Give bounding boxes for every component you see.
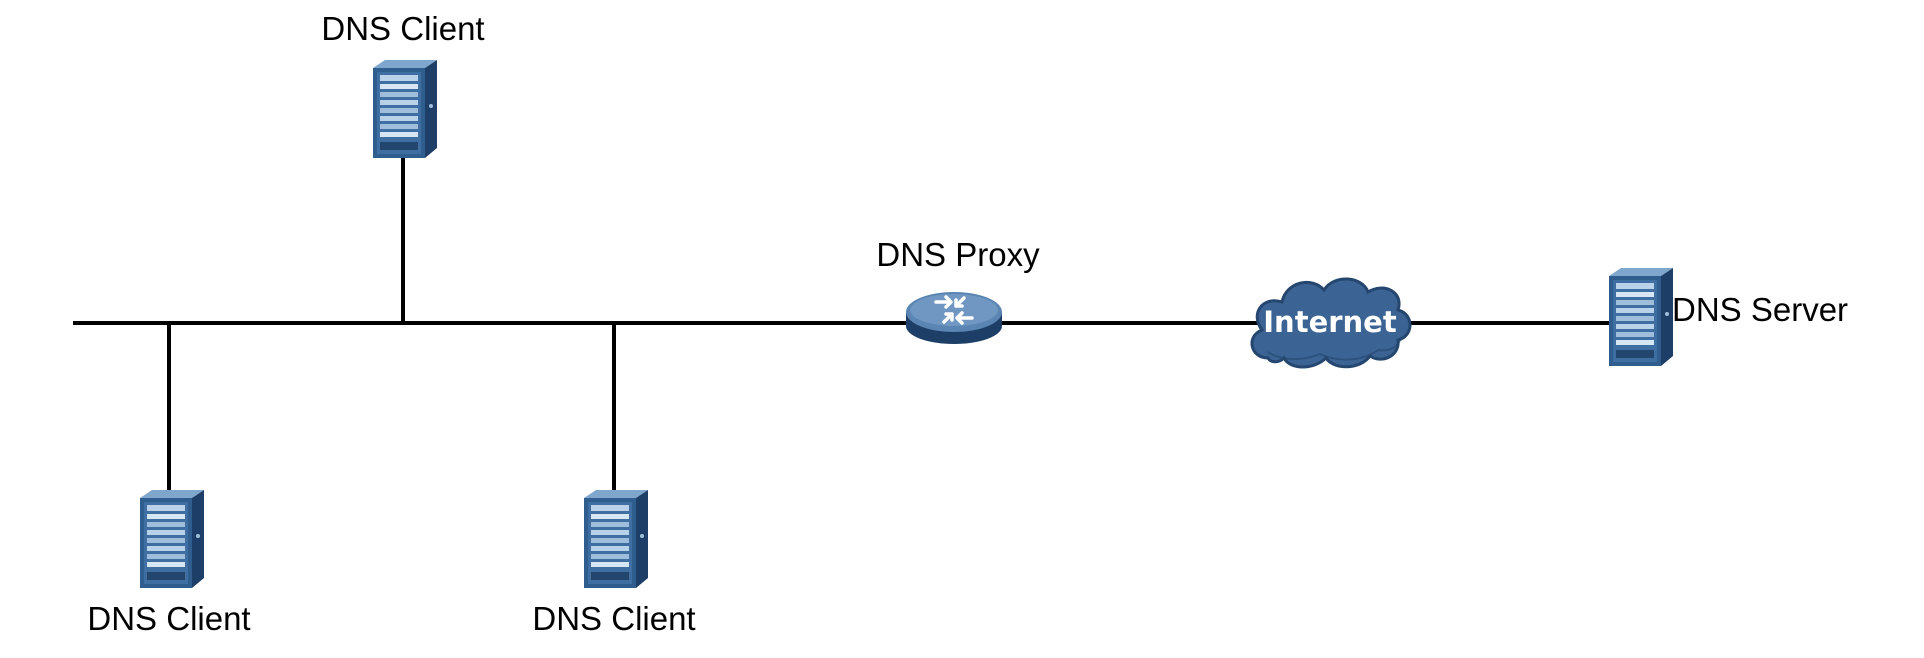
server-tower-icon [1609,268,1673,366]
dns-client-top-label: DNS Client [321,10,484,47]
cloud-icon [1250,277,1412,369]
dns-client-left: DNS Client [87,490,251,637]
internet-cloud: Internet [1250,277,1412,369]
dns-client-top: DNS Client [321,10,485,158]
dns-proxy-label: DNS Proxy [876,236,1040,273]
dns-server: DNS Server [1609,268,1848,366]
server-tower-icon [373,60,437,158]
dns-client-mid: DNS Client [532,490,696,637]
dns-client-left-label: DNS Client [87,600,250,637]
router-icon [904,290,1004,346]
dns-server-label: DNS Server [1672,291,1848,328]
server-tower-icon [140,490,204,588]
server-tower-icon [584,490,648,588]
dns-client-mid-label: DNS Client [532,600,695,637]
internet-label: Internet [1263,305,1397,339]
dns-proxy: DNS Proxy [876,236,1040,346]
